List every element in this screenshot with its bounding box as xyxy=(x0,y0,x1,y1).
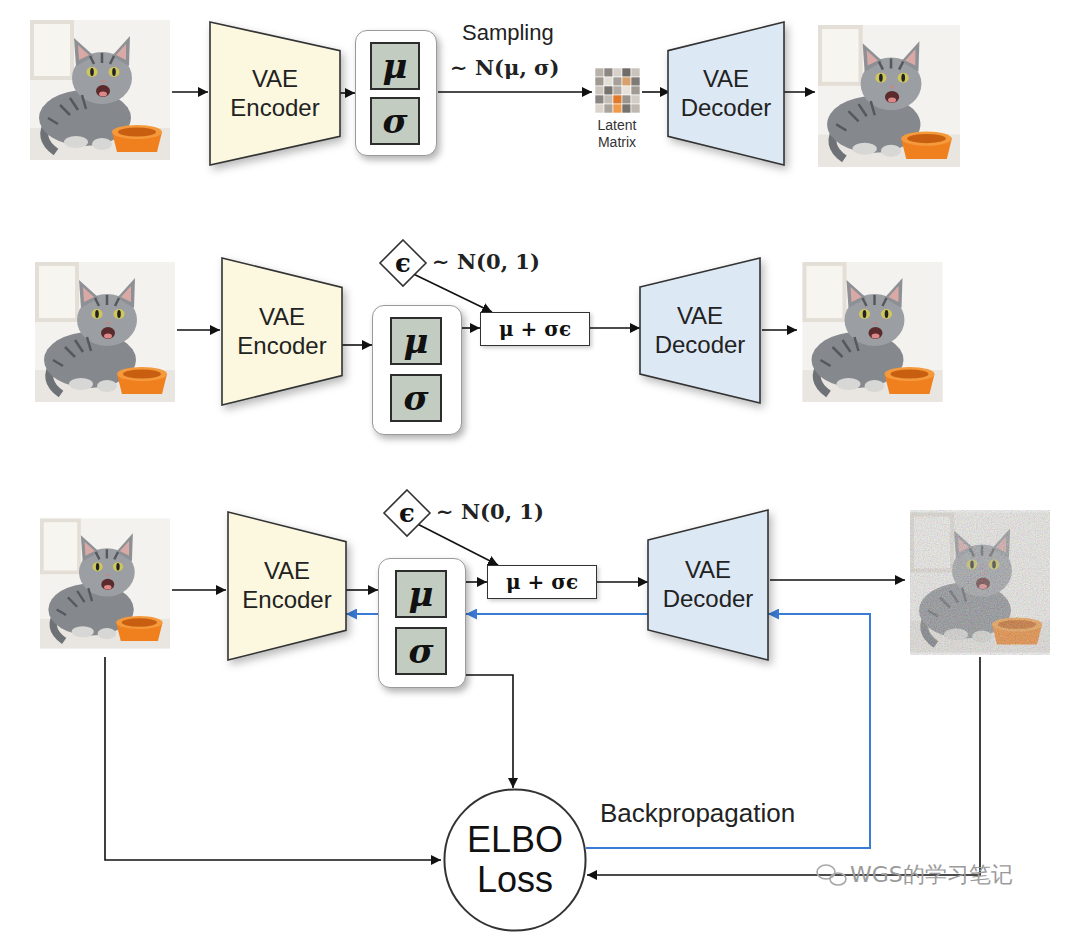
latent-matrix xyxy=(595,68,640,113)
enc-shape xyxy=(228,512,346,660)
loss-circle: ELBO Loss xyxy=(443,788,587,932)
encoder-trapezoid: VAE Encoder xyxy=(210,22,340,165)
node-text: μ xyxy=(383,49,408,83)
diamond-shape xyxy=(384,490,430,536)
arrow xyxy=(172,91,208,93)
node-text: VAE Encoder xyxy=(237,557,337,615)
dec-shape xyxy=(648,510,768,660)
backprop-arrow xyxy=(346,613,378,615)
node-text: ϵ xyxy=(399,500,415,526)
latent-params-box: μσ xyxy=(355,30,437,156)
flow-arrow xyxy=(342,344,372,346)
node-text: σ xyxy=(408,634,433,668)
param-box: μ xyxy=(395,570,447,618)
cat-photo xyxy=(30,20,170,160)
arrow xyxy=(587,657,980,875)
flow-arrow xyxy=(590,327,640,329)
flow-arrow xyxy=(466,675,513,788)
node-text: μ xyxy=(404,324,429,358)
arrow xyxy=(782,91,815,93)
decoder-trapezoid: VAE Decoder xyxy=(640,258,760,403)
noisy-cat-photo xyxy=(910,510,1050,655)
arrow xyxy=(642,91,670,93)
node-text: VAE Encoder xyxy=(232,303,332,361)
image-arrows xyxy=(105,92,980,875)
edge-label: Backpropagation xyxy=(600,798,795,829)
bubble xyxy=(830,873,846,885)
distribution-label: ∼ N(μ, σ) xyxy=(450,55,559,80)
flow-arrow xyxy=(597,581,648,583)
arrow xyxy=(172,589,226,591)
latent-matrix-label: Latent Matrix xyxy=(586,117,648,151)
arrow xyxy=(438,91,592,93)
flow-arrow xyxy=(462,327,480,329)
param-box: σ xyxy=(395,627,447,675)
flow-arrow xyxy=(466,581,487,583)
noise-overlay xyxy=(910,510,1050,655)
encoder-trapezoid: VAE Encoder xyxy=(222,258,342,405)
node-text: μ xyxy=(409,577,434,611)
param-box: μ xyxy=(370,42,420,90)
cat-photo xyxy=(40,519,170,649)
distribution-label: ∼ N(0, 1) xyxy=(432,249,540,274)
flow-arrow xyxy=(346,589,378,591)
distribution-label: ∼ N(0, 1) xyxy=(436,499,544,524)
node-text: VAE Decoder xyxy=(676,65,776,123)
latent-params-box: μσ xyxy=(372,305,462,435)
param-box: σ xyxy=(390,374,442,422)
enc-shape xyxy=(222,258,342,405)
circle-shape xyxy=(444,789,585,930)
noise-diamond: ϵ xyxy=(384,490,430,536)
dec-shape xyxy=(668,22,784,165)
diamond-shape xyxy=(380,240,426,286)
param-box: σ xyxy=(370,97,420,145)
node-text: σ xyxy=(382,104,407,138)
latent-params-box: μσ xyxy=(378,558,466,688)
reparam-box: μ + σϵ xyxy=(480,312,590,346)
node-text: VAE Decoder xyxy=(650,302,750,360)
arrow xyxy=(177,329,220,331)
flow-arrow xyxy=(340,92,355,94)
backprop-arrow xyxy=(466,613,648,615)
cat-photo xyxy=(35,262,175,402)
wechat-icon xyxy=(817,865,846,885)
node-text: μ + σϵ xyxy=(499,318,571,340)
reparam-box: μ + σϵ xyxy=(487,565,597,599)
cat-photo xyxy=(818,25,960,167)
node-text: VAE Decoder xyxy=(658,556,758,614)
node-text: μ + σϵ xyxy=(506,571,578,593)
param-box: μ xyxy=(390,317,442,365)
noise-diamond: ϵ xyxy=(380,240,426,286)
node-text: ϵ xyxy=(395,250,411,276)
enc-shape xyxy=(210,22,340,165)
node-text: VAE Encoder xyxy=(225,65,325,123)
decoder-trapezoid: VAE Decoder xyxy=(648,510,768,660)
node-text: σ xyxy=(403,381,428,415)
decoder-trapezoid: VAE Decoder xyxy=(668,22,784,165)
bubble xyxy=(817,865,835,879)
node-text: ELBO Loss xyxy=(459,820,571,899)
watermark: WGS的学习笔记 xyxy=(850,860,1013,890)
arrow xyxy=(770,579,905,581)
encoder-trapezoid: VAE Encoder xyxy=(228,512,346,660)
arrow xyxy=(762,329,797,331)
cat-photo xyxy=(803,262,943,402)
arrow-label: Sampling xyxy=(462,20,554,46)
dec-shape xyxy=(640,258,760,403)
